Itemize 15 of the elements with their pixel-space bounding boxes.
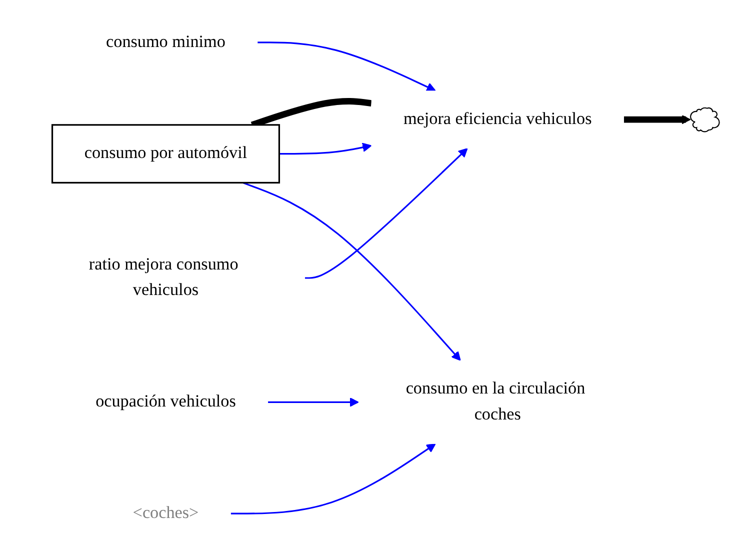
arrow — [242, 182, 460, 361]
node-cloud — [690, 107, 720, 132]
node-text: consumo minimo — [106, 32, 226, 52]
arrow — [230, 444, 436, 514]
node-text: ratio mejora consumo vehiculos — [88, 256, 238, 300]
node-box: consumo por automóvil — [51, 124, 280, 184]
node-text: consumo en la circulación coches — [405, 380, 585, 424]
node-text: ocupación vehiculos — [95, 392, 236, 411]
arrow — [278, 142, 372, 155]
node-text: mejora eficiencia vehiculos — [403, 110, 592, 128]
arrow — [268, 397, 358, 407]
node-text: <coches> — [132, 504, 198, 522]
arrow — [623, 114, 690, 124]
arrow — [304, 148, 468, 279]
arrow — [257, 42, 436, 92]
